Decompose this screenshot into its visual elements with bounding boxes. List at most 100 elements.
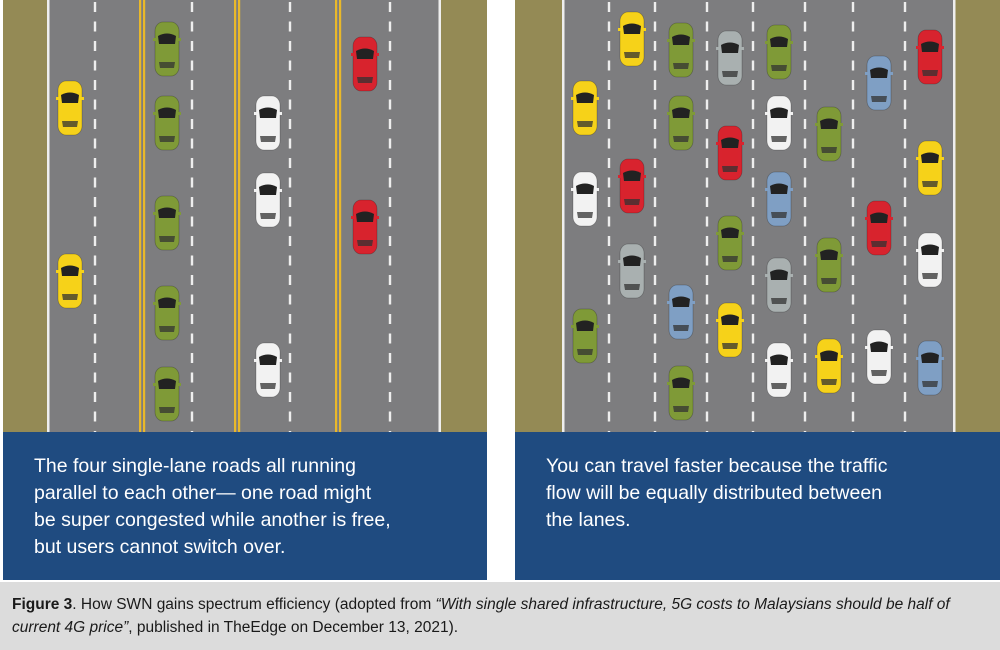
car-windshield — [770, 36, 788, 47]
car-roof — [159, 389, 175, 405]
lane-dash — [803, 60, 807, 71]
left-description-line: parallel to each other— one road might — [34, 482, 372, 504]
right-description-box: You can travel faster because the traffi… — [515, 432, 1000, 580]
car-mirror — [376, 216, 379, 219]
car-rear-window — [922, 273, 938, 279]
lane-dash — [93, 392, 97, 402]
car-mirror — [81, 270, 84, 273]
lane-dash — [705, 119, 709, 129]
left-description-line: be super congested while another is free… — [34, 509, 391, 531]
car-windshield — [770, 269, 788, 280]
lane-dash — [751, 2, 755, 12]
lane-dash — [653, 80, 657, 90]
lane-dash — [903, 333, 907, 344]
car-red — [618, 158, 646, 214]
car-windshield — [623, 23, 641, 34]
lane-dash — [851, 158, 855, 168]
car-rear-window — [722, 343, 738, 349]
car-rear-window — [624, 284, 640, 290]
car-mirror — [865, 217, 868, 220]
car-green — [765, 24, 793, 80]
lane-dash — [803, 119, 807, 129]
lane-dash — [705, 255, 709, 266]
car-mirror — [254, 189, 257, 192]
car-mirror — [865, 72, 868, 75]
car-roof — [260, 195, 276, 211]
lane-dash — [388, 275, 392, 285]
car-windshield — [623, 170, 641, 181]
car-roof — [871, 78, 887, 94]
lane-dash — [705, 392, 709, 402]
lane-dash — [705, 314, 709, 324]
lane-dash — [93, 119, 97, 129]
car-windshield — [158, 297, 176, 308]
lane-dash — [803, 2, 807, 12]
lane-dash — [653, 294, 657, 305]
car-windshield — [61, 265, 79, 276]
car-mirror — [865, 346, 868, 349]
lane-dash — [803, 177, 807, 188]
car-green — [667, 22, 695, 78]
lane-dash — [705, 275, 709, 285]
car-roof — [771, 280, 787, 296]
lane-dash — [903, 2, 907, 12]
lane-dash — [903, 431, 907, 432]
car-green — [153, 285, 181, 341]
lane-dash — [653, 119, 657, 129]
car-mirror — [56, 97, 59, 100]
lane-dash — [803, 216, 807, 227]
car-white — [571, 171, 599, 227]
lane-dash — [903, 216, 907, 227]
lane-dash — [607, 372, 611, 383]
lane-dash — [751, 80, 755, 90]
lane-dash — [903, 99, 907, 110]
road-edge-line — [438, 0, 441, 432]
lane-dash — [751, 119, 755, 129]
lane-dash — [607, 138, 611, 149]
lane-dash — [705, 236, 709, 246]
car-rear-window — [771, 65, 787, 71]
car-mirror — [941, 357, 944, 360]
lane-dash — [851, 177, 855, 188]
lane-dash — [705, 2, 709, 12]
right-description-line: the lanes. — [546, 509, 631, 531]
left-description-line: but users cannot switch over. — [34, 536, 286, 558]
lane-dash — [903, 294, 907, 305]
lane-dash — [93, 314, 97, 324]
car-mirror — [178, 38, 181, 41]
lane-dash — [288, 392, 292, 402]
car-mirror — [178, 212, 181, 215]
lane-dash — [607, 392, 611, 402]
car-rear-window — [159, 407, 175, 413]
lane-dash — [607, 99, 611, 110]
car-roof — [922, 363, 938, 379]
car-blue — [765, 171, 793, 227]
car-silver — [716, 30, 744, 86]
lane-dash — [388, 431, 392, 432]
car-mirror — [815, 123, 818, 126]
lane-dash — [705, 99, 709, 110]
car-windshield — [259, 107, 277, 118]
car-rear-window — [673, 325, 689, 331]
car-mirror — [153, 38, 156, 41]
car-rear-window — [577, 121, 593, 127]
lane-dash — [851, 294, 855, 305]
lane-dash — [288, 353, 292, 363]
car-mirror — [741, 47, 744, 50]
lane-dash — [190, 431, 194, 432]
car-roof — [922, 163, 938, 179]
car-rear-window — [357, 240, 373, 246]
lane-dash — [288, 236, 292, 246]
car-mirror — [790, 188, 793, 191]
car-mirror — [765, 359, 768, 362]
car-yellow — [716, 302, 744, 358]
car-rear-window — [159, 62, 175, 68]
lane-dash — [653, 41, 657, 51]
lane-dash — [903, 177, 907, 188]
road-edge-line — [562, 0, 565, 432]
car-yellow — [916, 140, 944, 196]
lane-dash — [851, 392, 855, 402]
car-mirror — [692, 382, 695, 385]
lane-dash — [751, 216, 755, 227]
car-windshield — [921, 41, 939, 52]
